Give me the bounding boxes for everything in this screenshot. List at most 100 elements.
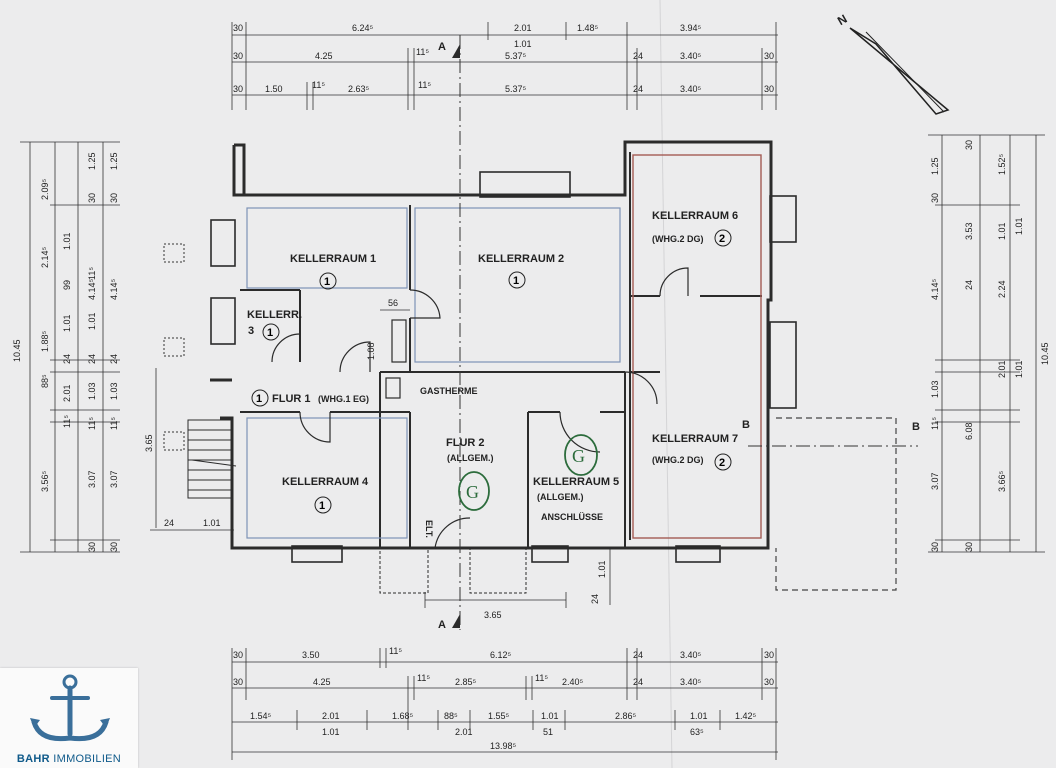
- dim-right-a5: 1.03: [930, 380, 940, 398]
- bahr-immobilien-logo: BAHR IMMOBILIEN: [0, 668, 138, 768]
- dim-right-b2: 1.01: [997, 222, 1007, 240]
- dim-left-24: 24: [164, 518, 174, 528]
- dim-left-d3: 24: [109, 354, 119, 364]
- dim-top-r3-8: 30: [764, 84, 774, 94]
- room-kellerraum-1-unit: 1: [324, 276, 330, 288]
- dim-top-r1-0: 30: [233, 23, 243, 33]
- dim-bottom-r3-1: 2.01: [322, 711, 340, 721]
- room-kellerraum-1-label: KELLERRAUM 1: [290, 253, 376, 265]
- meter-box: [391, 319, 407, 363]
- dim-top-r1-2: 2.01: [514, 23, 532, 33]
- dim-bottom-r1-3: 6.12⁵: [490, 650, 512, 660]
- dim-entrance-365: 3.65: [484, 610, 502, 620]
- dim-right-b6: 3.66⁵: [997, 470, 1007, 492]
- dim-bottom-r1-4: 24: [633, 650, 643, 660]
- unit-marker-room4: [314, 496, 332, 514]
- gastherme-label: GASTHERME: [420, 386, 478, 396]
- dim-left-a3: 88⁵: [40, 374, 50, 388]
- dim-left-c3: 11⁵: [87, 267, 97, 280]
- dim-top-r3-5: 5.37⁵: [505, 84, 527, 94]
- dim-right-a4: 24: [964, 280, 974, 290]
- dim-bottom-r1-2: 11⁵: [389, 646, 402, 656]
- handwritten-g-flur2: G: [466, 482, 479, 502]
- dim-right-a6: 11⁵: [930, 417, 940, 430]
- dim-bottom-r3-8: 1.42⁵: [735, 711, 757, 721]
- unit-marker-room1: [319, 272, 337, 290]
- room-kellerraum-3-label: KELLERR.: [247, 309, 302, 321]
- dim-top-r2-5: 3.40⁵: [680, 51, 702, 61]
- room-flur-1-unit: 1: [256, 393, 262, 405]
- light-wells: [210, 171, 797, 563]
- dim-top-r3-2: 11⁵: [312, 80, 325, 90]
- logo-brand-rest: IMMOBILIEN: [53, 753, 122, 765]
- dim-entrance-101: 1.01: [597, 560, 607, 578]
- dim-top-r2-3: 5.37⁵: [505, 51, 527, 61]
- dim-bottom-r3-3: 88⁵: [444, 711, 458, 721]
- room-kellerraum-4-label: KELLERRAUM 4: [282, 476, 369, 488]
- dim-top-r3-1: 1.50: [265, 84, 283, 94]
- dim-bottom-r3-6: 2.86⁵: [615, 711, 637, 721]
- room-flur-1-sub: (WHG.1 EG): [318, 394, 369, 404]
- dim-bottom-total: 13.98⁵: [490, 741, 517, 751]
- room-kellerraum-2-unit: 1: [513, 275, 519, 287]
- dim-top-r3-6: 24: [633, 84, 643, 94]
- dim-bottom-r3-4: 1.55⁵: [488, 711, 510, 721]
- anchor-icon: [30, 674, 110, 742]
- dim-bottom-r2-8: 30: [764, 677, 774, 687]
- room-kellerraum-5-label: KELLERRAUM 5: [533, 476, 619, 488]
- unit-marker-room3: [262, 323, 280, 341]
- dim-top-r1-sub: 1.01: [514, 39, 532, 49]
- column-symbols: [163, 243, 185, 451]
- dim-right-b7: 30: [964, 542, 974, 552]
- dim-bottom-r3-sub-2: 51: [543, 727, 553, 737]
- dim-top-r3-3: 2.63⁵: [348, 84, 370, 94]
- dim-left-c2: 4.14⁵: [87, 278, 97, 300]
- dim-top-r2-4: 24: [633, 51, 643, 61]
- dim-right-c1: 1.01: [1014, 360, 1024, 378]
- dim-bottom-r2-1: 4.25: [313, 677, 331, 687]
- dim-left-c0: 1.25: [87, 152, 97, 170]
- room-flur-2-sub: (ALLGEM.): [447, 453, 494, 463]
- dim-top-r3-4: 11⁵: [418, 80, 431, 90]
- dim-bottom-r2-6: 24: [633, 677, 643, 687]
- dim-bottom-r1-0: 30: [233, 650, 243, 660]
- dim-left-b2: 1.01: [62, 314, 72, 332]
- dim-top-r2-6: 30: [764, 51, 774, 61]
- north-arrow-icon: N: [836, 12, 950, 115]
- dim-bottom-r3-2: 1.68⁵: [392, 711, 414, 721]
- dim-left-d4: 1.03: [109, 382, 119, 400]
- dim-left-total: 10.45: [12, 339, 22, 362]
- dim-top-r2-0: 30: [233, 51, 243, 61]
- dim-bottom-r2-7: 3.40⁵: [680, 677, 702, 687]
- dim-right-a1: 30: [930, 193, 940, 203]
- north-label: N: [836, 12, 850, 28]
- dim-56: 56: [388, 298, 398, 308]
- gas-heater-box: [385, 377, 401, 399]
- section-b-right-label: B: [912, 421, 920, 433]
- dim-left-d7: 30: [109, 542, 119, 552]
- dim-right-b3: 2.24: [997, 280, 1007, 298]
- dim-bottom-r3-sub-0: 1.01: [322, 727, 340, 737]
- section-a-bottom-arrow: [452, 614, 460, 628]
- dim-right-c0: 1.01: [1014, 217, 1024, 235]
- dim-right-b5: 6.08: [964, 422, 974, 440]
- dim-right-total: 10.45: [1040, 342, 1050, 365]
- dim-bottom-r1-1: 3.50: [302, 650, 320, 660]
- dim-bottom-r2-0: 30: [233, 677, 243, 687]
- section-a-bottom-label: A: [438, 619, 446, 631]
- dim-bottom-r2-5: 2.40⁵: [562, 677, 584, 687]
- handwritten-circle-flur2: [458, 471, 490, 511]
- dim-left-a4: 3.56⁵: [40, 470, 50, 492]
- doors: [271, 267, 689, 549]
- unit-marker-room6: [714, 229, 732, 247]
- room-kellerraum-3-number: 3: [248, 325, 254, 337]
- dim-left-c6: 1.03: [87, 382, 97, 400]
- dim-right-b4: 2.01: [997, 360, 1007, 378]
- room-kellerraum-7-sub: (WHG.2 DG): [652, 455, 704, 465]
- dim-right-a2: 3.53: [964, 222, 974, 240]
- dim-108: 1.08: [366, 342, 376, 360]
- section-a-top-label: A: [438, 41, 446, 53]
- dim-bottom-r3-sub-1: 2.01: [455, 727, 473, 737]
- section-a-top-arrow: [452, 44, 460, 58]
